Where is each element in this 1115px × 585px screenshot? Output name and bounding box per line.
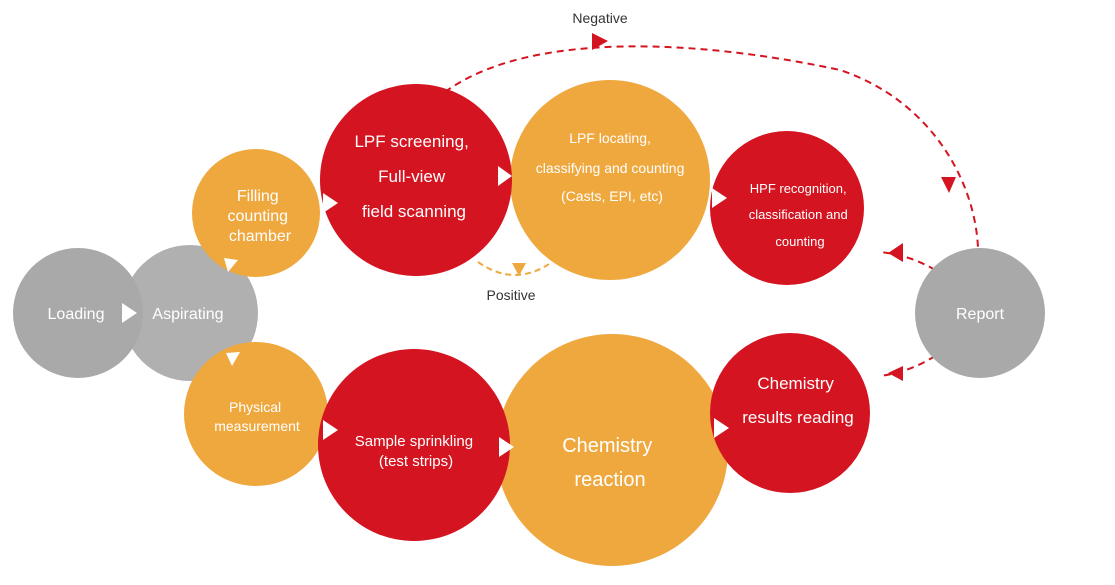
aspirating-label: Aspirating <box>152 306 223 323</box>
sample-label: Sample sprinkling (test strips) <box>355 433 478 470</box>
flow-marker-lpf-screening <box>323 193 338 213</box>
chemistry-reaction-label: Chemistry reaction <box>562 435 658 491</box>
negative-arrowhead-top <box>592 33 608 50</box>
filling-counting-chamber-node <box>192 149 320 277</box>
report-node <box>915 248 1045 378</box>
hpf-return-arrowhead <box>888 243 903 262</box>
negative-label: Negative <box>572 10 627 26</box>
negative-arrowhead-right <box>941 177 956 193</box>
flow-marker-loading <box>122 303 137 323</box>
aspirating-node <box>122 245 258 381</box>
negative-loop-arrow <box>444 45 979 249</box>
positive-label: Positive <box>486 287 535 303</box>
positive-arrowhead <box>512 263 526 276</box>
filling-label: Filling counting chamber <box>228 188 293 245</box>
physical-label: Physical measurement <box>214 399 300 434</box>
flow-marker-hpf <box>712 188 727 208</box>
lpf-screening-label: LPF screening, Full-view field scanning <box>354 132 473 221</box>
lpf-locating-node <box>510 80 710 280</box>
lpf-screening-node <box>320 84 512 276</box>
physical-measurement-node <box>184 342 328 486</box>
sample-sprinkling-node <box>318 349 510 541</box>
flow-marker-physical <box>226 352 240 366</box>
report-label: Report <box>956 306 1005 323</box>
flow-marker-lpf-locating <box>498 166 512 186</box>
loading-label: Loading <box>48 306 105 323</box>
lpf-locating-label: LPF locating, classifying and counting (… <box>536 130 689 204</box>
flow-marker-sample <box>323 420 338 440</box>
positive-loop-arrow <box>477 261 553 276</box>
chemistry-results-node <box>710 333 870 493</box>
flow-marker-filling <box>224 258 238 272</box>
loading-node <box>13 248 143 378</box>
hpf-label: HPF recognition, classification and coun… <box>749 181 852 249</box>
chemistry-return-arrowhead <box>888 366 903 381</box>
chemistry-results-label: Chemistry results reading <box>742 374 854 427</box>
flow-marker-chemistry-results <box>714 418 729 438</box>
chemistry-reaction-node <box>496 334 728 566</box>
report-to-hpf-arrow <box>879 251 936 271</box>
report-to-chemistry-arrow <box>879 355 936 377</box>
hpf-recognition-node <box>710 131 864 285</box>
flow-marker-chemistry-reaction <box>499 437 514 457</box>
